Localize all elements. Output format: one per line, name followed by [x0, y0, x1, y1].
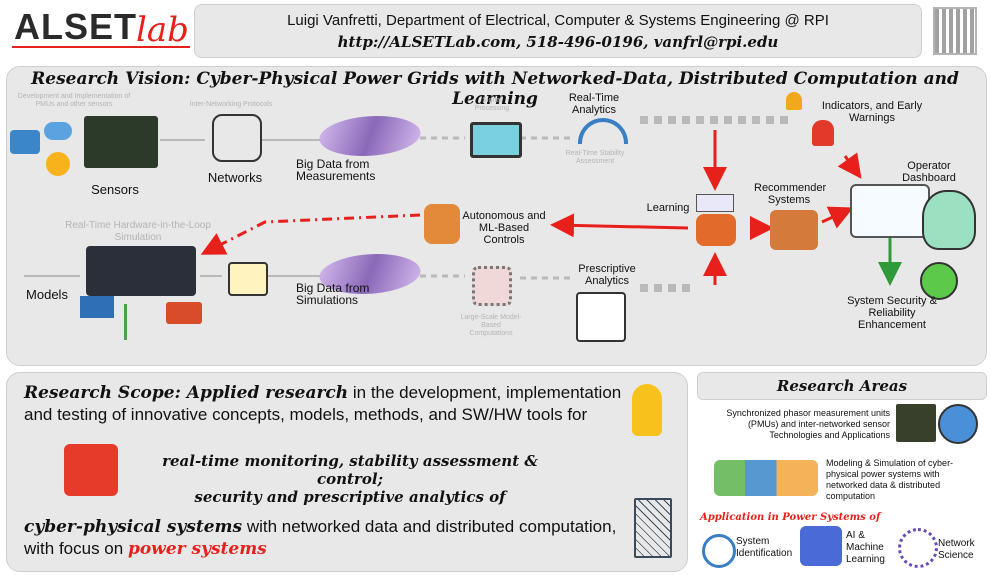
- meter-icon: [64, 444, 118, 496]
- magnifier-graph-icon: [702, 534, 736, 568]
- scope-panel: [6, 372, 688, 572]
- alset-logo: ALSET lab: [6, 6, 196, 50]
- areas-title: Research Areas: [776, 377, 908, 395]
- sensor-board-icon: [84, 116, 158, 168]
- recommender-label: Recommender Systems: [754, 182, 827, 206]
- logo-sub: lab: [136, 10, 189, 50]
- netsci-label: Network Science: [938, 538, 975, 561]
- large-scale-label: Large-Scale Model-Based Computations: [460, 314, 522, 337]
- network-nodes-icon: [898, 528, 938, 568]
- cpu-chip-icon: [472, 266, 512, 306]
- area-1-text: Synchronized phasor measurement units (P…: [726, 408, 890, 440]
- ai-book-icon: [800, 526, 842, 566]
- hil-label: Real-Time Hardware-in-the-Loop Simulatio…: [65, 220, 211, 243]
- scope-text-2: cyber-physical systems with networked da…: [24, 516, 632, 560]
- logo-underline: [12, 46, 190, 48]
- scope-mid1: real-time monitoring, stability assessme…: [162, 452, 538, 488]
- prescription-icon: [576, 292, 626, 342]
- circuit-board-icon: [896, 404, 936, 442]
- robot-learning-icon: [696, 214, 736, 246]
- plug-icon: [10, 130, 40, 154]
- scope-cps: cyber-physical systems: [24, 517, 243, 537]
- area-2-text: Modeling & Simulation of cyber-physical …: [826, 458, 954, 501]
- sysid-label: System Identification: [736, 536, 793, 559]
- rt-stability-label: Real-Time Stability Assessment: [565, 150, 625, 165]
- rain-cloud-icon: [44, 122, 72, 140]
- lightning-bolt-icon: [920, 262, 958, 300]
- scope-lead: Research Scope: Applied research: [24, 383, 349, 403]
- big-data-meas-label: Big Data from Measurements: [296, 157, 376, 183]
- vision-title: Research Vision: Cyber-Physical Power Gr…: [31, 69, 959, 109]
- areas-title-box: Research Areas: [697, 372, 987, 400]
- warning-siren-icon: [812, 120, 834, 146]
- database-folders-icon: [228, 262, 268, 296]
- monitor-signal-icon: [470, 122, 522, 158]
- bulb-icon: [632, 384, 662, 436]
- logo-main: ALSET: [14, 6, 138, 47]
- compass-gauge-icon: [938, 404, 978, 444]
- battery-icon: [166, 302, 202, 324]
- scope-text2: with networked data and distributed comp…: [24, 517, 617, 558]
- aiml-label: AI & Machine Learning: [846, 530, 885, 565]
- sensors-label: Sensors: [91, 182, 139, 197]
- prescriptive-label: Prescriptive Analytics: [578, 263, 636, 287]
- scope-mid: real-time monitoring, stability assessme…: [140, 452, 560, 506]
- sys-security-label: System Security & Reliability Enhancemen…: [847, 295, 937, 331]
- wind-turbine-icon: [124, 304, 151, 340]
- scope-power: power systems: [127, 539, 267, 559]
- robot-recommender-icon: [770, 210, 818, 250]
- alarm-bell-icon: [786, 92, 802, 110]
- tower-icon: [634, 498, 672, 558]
- dev-impl-label: Development and Implementation of PMUs a…: [17, 93, 131, 108]
- header-line2[interactable]: http://ALSETLab.com, 518-496-0196, vanfr…: [337, 33, 779, 51]
- header-line1: Luigi Vanfretti, Department of Electrica…: [287, 12, 829, 29]
- hil-simulator-icon: [86, 246, 196, 296]
- robot-controls-icon: [424, 204, 460, 244]
- scope-text1: in the development, implementation and t…: [24, 383, 622, 424]
- indicators-label: Indicators, and Early Warnings: [821, 100, 923, 124]
- head-brain-icon: [922, 190, 976, 250]
- networks-label: Networks: [207, 170, 263, 185]
- scope-text-1: Research Scope: Applied research in the …: [24, 382, 630, 426]
- signal-proc-label: Signal Processing: [474, 97, 510, 112]
- learning-chart-icon: [696, 194, 734, 212]
- network-cloud-icon: [212, 114, 262, 162]
- areas-app-label: Application in Power Systems of: [700, 512, 881, 523]
- vision-panel: [6, 66, 987, 366]
- scope-mid2: security and prescriptive analytics of: [194, 488, 506, 506]
- turbine-plug-car-icon: [714, 460, 818, 496]
- models-label: Models: [26, 287, 68, 302]
- header-box: Luigi Vanfretti, Department of Electrica…: [194, 4, 922, 58]
- inter-net-label: Inter-Networking Protocols: [189, 101, 273, 108]
- rt-analytics-label: Real-Time Analytics: [568, 92, 620, 116]
- sun-icon: [46, 152, 70, 176]
- qr-code-icon: [933, 7, 977, 55]
- operator-label: Operator Dashboard: [902, 160, 956, 184]
- learning-label: Learning: [646, 202, 690, 214]
- dashboard-screen-icon: [850, 184, 930, 238]
- big-data-sim-label: Big Data from Simulations: [296, 281, 370, 307]
- autonomous-label: Autonomous and ML-Based Controls: [462, 210, 546, 246]
- solar-panel-icon: [80, 296, 114, 318]
